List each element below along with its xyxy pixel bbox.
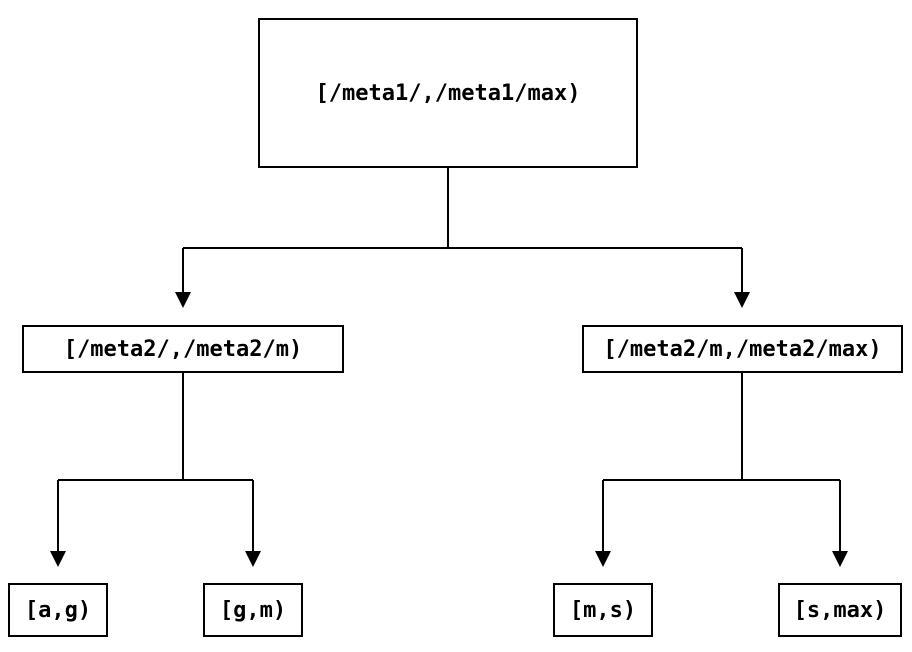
node-left-interval: [/meta2/,/meta2/m) — [22, 325, 344, 373]
node-label: [a,g) — [24, 597, 92, 623]
node-leaf-gm: [g,m) — [203, 583, 303, 637]
node-label: [m,s) — [569, 597, 637, 623]
arrowhead-down-icon — [50, 551, 66, 567]
node-label: [g,m) — [219, 597, 287, 623]
node-leaf-ms: [m,s) — [553, 583, 653, 637]
node-label: [/meta1/,/meta1/max) — [315, 80, 581, 106]
node-label: [/meta2/,/meta2/m) — [63, 336, 303, 362]
arrowhead-down-icon — [595, 551, 611, 567]
arrowhead-down-icon — [245, 551, 261, 567]
arrowhead-down-icon — [175, 292, 191, 308]
node-label: [/meta2/m,/meta2/max) — [603, 336, 882, 362]
node-right-interval: [/meta2/m,/meta2/max) — [582, 325, 903, 373]
arrowhead-down-icon — [832, 551, 848, 567]
node-leaf-ag: [a,g) — [8, 583, 108, 637]
node-root-interval: [/meta1/,/meta1/max) — [258, 18, 638, 168]
node-leaf-smax: [s,max) — [778, 583, 902, 637]
node-label: [s,max) — [793, 597, 887, 623]
arrowhead-down-icon — [734, 292, 750, 308]
